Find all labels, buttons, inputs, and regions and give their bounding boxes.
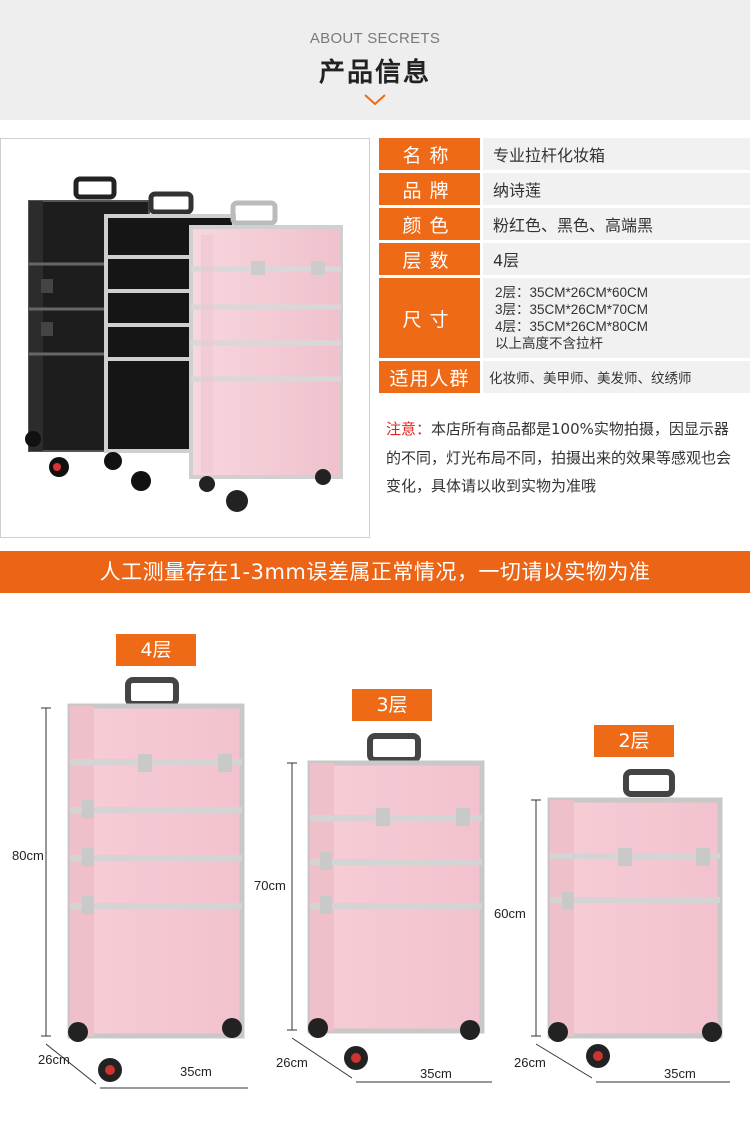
spec-row-color: 颜色 粉红色、黑色、高端黑 bbox=[379, 208, 750, 240]
spec-value: 4层 bbox=[483, 243, 750, 275]
width-label-3: 35cm bbox=[420, 1066, 452, 1081]
height-label-4: 80cm bbox=[12, 848, 44, 863]
notice-prefix: 注意： bbox=[386, 420, 432, 438]
spec-row-name: 名称 专业拉杆化妆箱 bbox=[379, 138, 750, 170]
header-subtitle: ABOUT SECRETS bbox=[309, 30, 441, 47]
width-label-4: 35cm bbox=[180, 1064, 212, 1079]
depth-label-2: 26cm bbox=[514, 1055, 546, 1070]
spec-value: 纳诗莲 bbox=[483, 173, 750, 205]
size-line: 2层：35CM*26CM*60CM bbox=[495, 285, 649, 300]
spec-label: 品牌 bbox=[379, 173, 480, 205]
size-line: 4层：35CM*26CM*80CM bbox=[495, 319, 649, 334]
spec-label: 尺寸 bbox=[379, 278, 480, 358]
height-label-3: 70cm bbox=[254, 878, 286, 893]
spec-value-size: 2层：35CM*26CM*60CM 3层：35CM*26CM*70CM 4层：3… bbox=[483, 278, 750, 358]
spec-label: 层数 bbox=[379, 243, 480, 275]
notice-body: 本店所有商品都是100%实物拍摄，因显示器的不同，灯光布局不同，拍摄出来的效果等… bbox=[386, 420, 732, 495]
pink-case bbox=[189, 200, 343, 512]
trolley-cases-illustration bbox=[25, 176, 343, 512]
width-label-2: 35cm bbox=[664, 1066, 696, 1081]
notice-text: 注意：本店所有商品都是100%实物拍摄，因显示器的不同，灯光布局不同，拍摄出来的… bbox=[386, 415, 731, 501]
case-4-layers bbox=[67, 677, 245, 1082]
section-header: ABOUT SECRETS 产品信息 bbox=[0, 0, 750, 120]
cases-dimension-illustration bbox=[41, 677, 730, 1089]
spec-label: 名称 bbox=[379, 138, 480, 170]
spec-table: 名称 专业拉杆化妆箱 品牌 纳诗莲 颜色 粉红色、黑色、高端黑 层数 4层 尺寸… bbox=[379, 138, 750, 396]
dimension-lines-2 bbox=[531, 799, 730, 1083]
spec-row-layers: 层数 4层 bbox=[379, 243, 750, 275]
measurement-banner: 人工测量存在1-3mm误差属正常情况，一切请以实物为准 bbox=[0, 551, 750, 593]
spec-label: 适用人群 bbox=[379, 361, 480, 393]
tag-2-layers: 2层 bbox=[594, 725, 674, 757]
height-label-2: 60cm bbox=[494, 906, 526, 921]
tag-3-layers: 3层 bbox=[352, 689, 432, 721]
spec-value: 专业拉杆化妆箱 bbox=[483, 138, 750, 170]
size-line: 以上高度不含拉杆 bbox=[495, 336, 603, 351]
case-3-layers bbox=[307, 733, 485, 1070]
spec-value: 化妆师、美甲师、美发师、纹绣师 bbox=[483, 361, 750, 393]
spec-row-size: 尺寸 2层：35CM*26CM*60CM 3层：35CM*26CM*70CM 4… bbox=[379, 278, 750, 358]
spec-row-audience: 适用人群 化妆师、美甲师、美发师、纹绣师 bbox=[379, 361, 750, 393]
size-showcase: 4层 3层 2层 bbox=[0, 600, 750, 1133]
size-line: 3层：35CM*26CM*70CM bbox=[495, 302, 649, 317]
case-2-layers bbox=[547, 769, 723, 1068]
spec-row-brand: 品牌 纳诗莲 bbox=[379, 173, 750, 205]
dimension-lines-4 bbox=[41, 707, 248, 1089]
chevron-down-icon bbox=[364, 94, 386, 106]
tag-4-layers: 4层 bbox=[116, 634, 196, 666]
spec-value: 粉红色、黑色、高端黑 bbox=[483, 208, 750, 240]
product-photo bbox=[0, 138, 370, 538]
depth-label-3: 26cm bbox=[276, 1055, 308, 1070]
dimension-lines-3 bbox=[287, 762, 492, 1083]
header-title: 产品信息 bbox=[318, 58, 431, 88]
depth-label-4: 26cm bbox=[38, 1052, 70, 1067]
spec-label: 颜色 bbox=[379, 208, 480, 240]
